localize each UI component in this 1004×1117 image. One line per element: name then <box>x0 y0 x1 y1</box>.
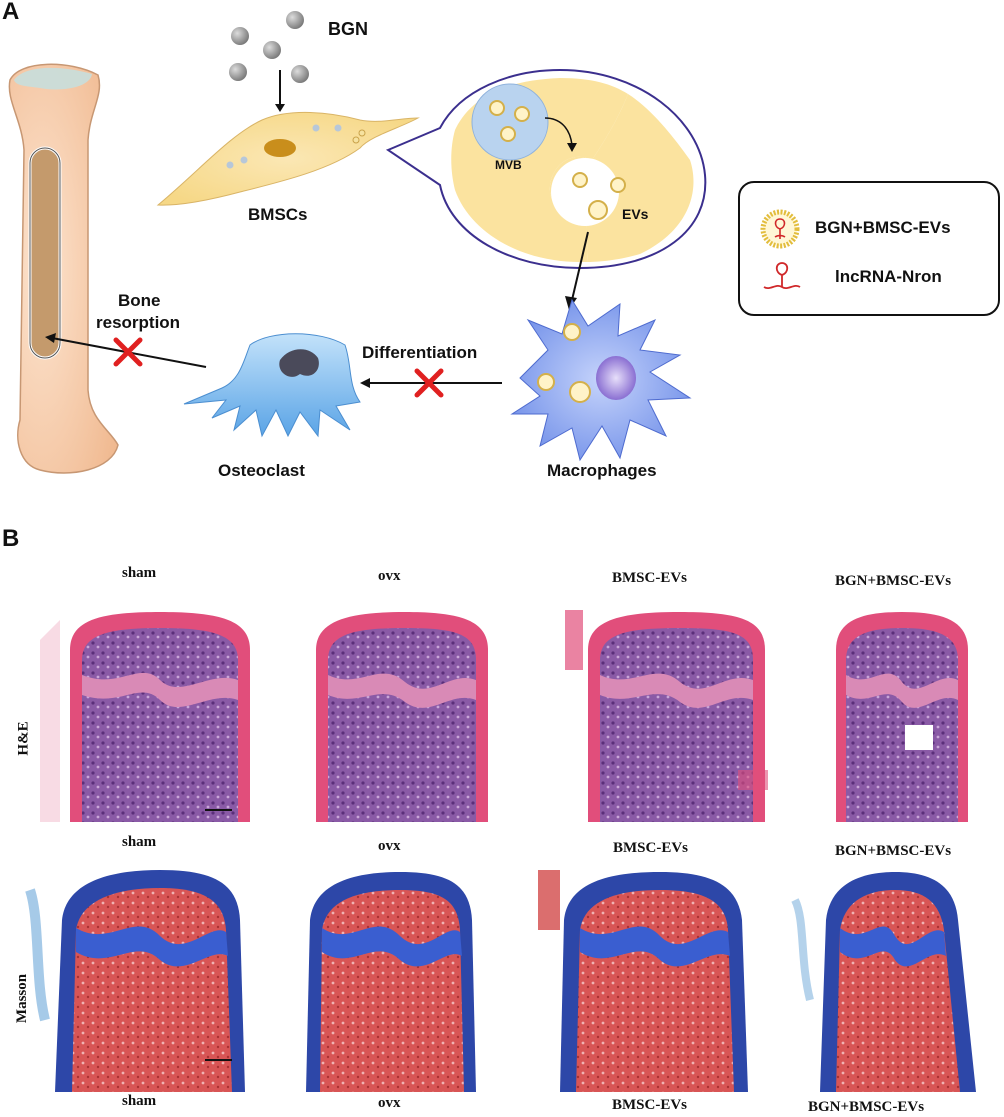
femur-bone-icon <box>8 63 119 474</box>
evs-to-macrophage-arrow <box>571 231 589 301</box>
col-header-bgn-bmsc-evs-1: BGN+BMSC-EVs <box>835 573 952 589</box>
col-header-bmsc-evs-1: BMSC-EVs <box>612 570 688 586</box>
col-header-sham-2: sham <box>122 834 157 850</box>
he-bmsc-evs-image <box>565 610 768 822</box>
panel-a-diagram <box>8 11 707 474</box>
osteoclast-cell-icon <box>183 333 361 438</box>
legend-box: BGN+BMSC-EVs lncRNA-Nron <box>738 181 1000 316</box>
col-header-bgn-bmsc-evs-2: BGN+BMSC-EVs <box>835 843 952 859</box>
ev-vesicle-icon <box>760 209 800 249</box>
col-header-sham-1: sham <box>122 565 157 581</box>
macrophage-cell-icon <box>510 298 692 462</box>
mvb-label: MVB <box>495 158 522 172</box>
masson-ovx-image <box>306 872 476 1092</box>
masson-bmsc-evs-image <box>538 870 748 1092</box>
col-header-bmsc-evs-3: BMSC-EVs <box>612 1097 688 1113</box>
zoom-bubble <box>385 68 707 270</box>
col-header-bgn-bmsc-evs-3: BGN+BMSC-EVs <box>808 1099 925 1115</box>
macrophages-label: Macrophages <box>547 461 657 480</box>
evs-label: EVs <box>622 206 649 222</box>
differentiation-label: Differentiation <box>362 343 478 362</box>
bone-resorption-label-line1: Bone <box>118 291 161 310</box>
masson-sham-image <box>25 870 245 1092</box>
panel-a-letter: A <box>2 0 20 25</box>
col-header-ovx-1: ovx <box>378 568 401 584</box>
he-sham-image <box>40 612 250 822</box>
bmsc-cell-icon <box>156 111 420 206</box>
inhibit-x-icon <box>414 368 444 398</box>
legend-lncrna-label: lncRNA-Nron <box>835 267 942 286</box>
masson-bgn-bmsc-evs-image <box>791 872 976 1092</box>
col-header-bmsc-evs-2: BMSC-EVs <box>613 840 689 856</box>
bone-resorption-label-line2: resorption <box>96 313 181 332</box>
lncrna-hairpin-icon <box>763 262 801 290</box>
bgn-particles-icon <box>229 11 309 83</box>
he-stain-row <box>40 610 968 822</box>
bmscs-label: BMSCs <box>248 205 308 224</box>
col-header-ovx-2: ovx <box>378 838 401 854</box>
osteoclast-label: Osteoclast <box>218 461 305 480</box>
masson-stain-row <box>25 870 976 1092</box>
panel-b-letter: B <box>2 525 20 552</box>
bgn-label: BGN <box>328 19 368 39</box>
col-header-sham-3: sham <box>122 1093 157 1109</box>
he-ovx-image <box>316 612 488 822</box>
he-bgn-bmsc-evs-image <box>836 612 968 822</box>
inhibit-x-icon-2 <box>113 337 143 367</box>
legend-ev-label: BGN+BMSC-EVs <box>815 218 951 237</box>
col-header-ovx-3: ovx <box>378 1095 401 1111</box>
